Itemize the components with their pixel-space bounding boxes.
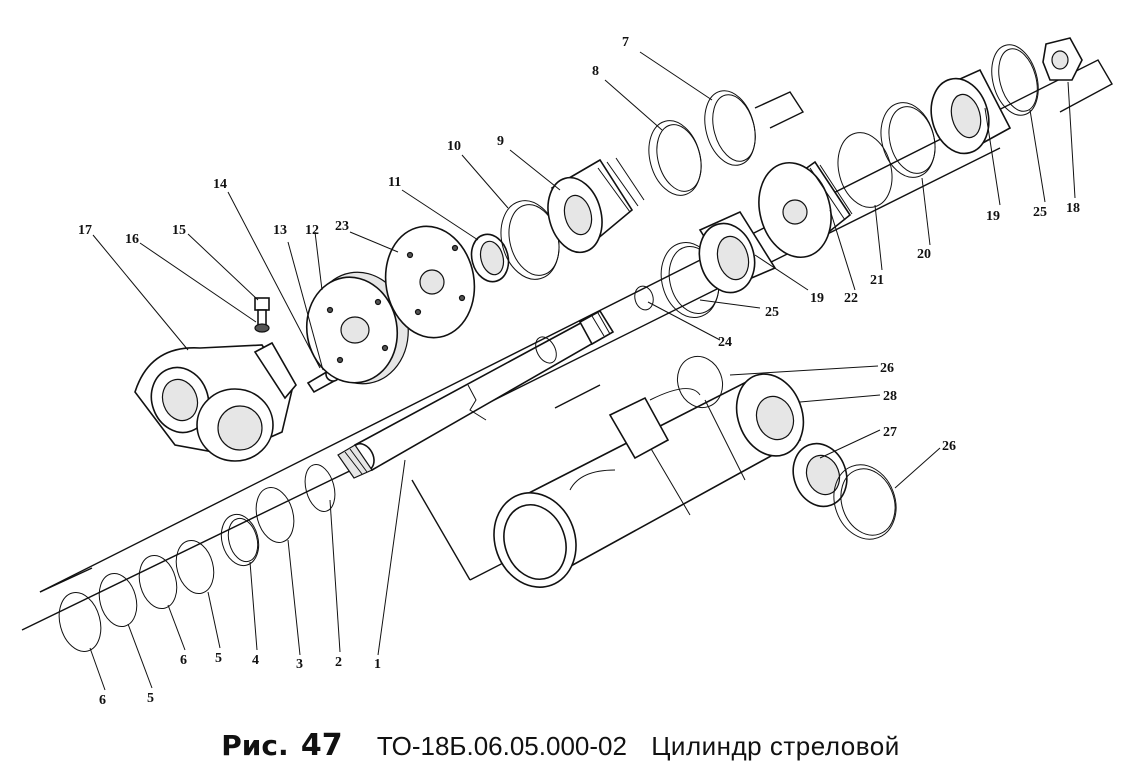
callout-8: 8 [592, 64, 599, 79]
callout-6-upper: 6 [180, 653, 187, 668]
callout-10: 10 [447, 139, 461, 154]
callout-26-top: 26 [880, 361, 894, 376]
leader-lines [89, 51, 1076, 691]
callout-2: 2 [335, 655, 342, 670]
callout-27: 27 [883, 425, 897, 440]
figure-caption: Рис. 47 ТО-18Б.06.05.000-02 Цилиндр стре… [0, 728, 1121, 773]
piston-group [634, 37, 1083, 318]
callout-22: 22 [844, 291, 858, 306]
callout-19-right: 19 [986, 209, 1000, 224]
callout-24: 24 [718, 335, 732, 350]
figure-label: Рис. [221, 729, 289, 762]
callout-15: 15 [172, 223, 186, 238]
callout-1: 1 [374, 657, 381, 672]
lower-seals [58, 464, 336, 652]
callout-labels: 7 8 9 10 11 14 13 12 23 17 16 15 19 25 1… [78, 35, 1080, 708]
callout-21: 21 [870, 273, 884, 288]
piston-rod [337, 309, 615, 479]
callout-23: 23 [335, 219, 349, 234]
callout-18: 18 [1066, 201, 1080, 216]
callout-28: 28 [883, 389, 897, 404]
rod-eye [134, 297, 341, 462]
callout-5-upper: 5 [215, 651, 222, 666]
drawing-code: ТО-18Б.06.05.000-02 [376, 731, 627, 761]
callout-17: 17 [78, 223, 92, 238]
callout-5-lower: 5 [147, 691, 154, 706]
figure-number: 47 [300, 728, 343, 763]
callout-11: 11 [388, 175, 401, 190]
callout-3: 3 [296, 657, 303, 672]
upper-seals [470, 90, 756, 283]
callout-16: 16 [125, 232, 139, 247]
callout-12: 12 [305, 223, 319, 238]
callout-20: 20 [917, 247, 931, 262]
figure-title: Цилиндр стреловой [651, 731, 900, 761]
flanges [305, 225, 476, 385]
callout-6-lower: 6 [99, 693, 106, 708]
callout-19-left: 19 [810, 291, 824, 306]
cylinder-barrel [493, 355, 897, 588]
callout-7: 7 [622, 35, 629, 50]
callout-14: 14 [213, 177, 227, 192]
callout-4: 4 [252, 653, 259, 668]
callout-26-bottom: 26 [942, 439, 956, 454]
callout-9: 9 [497, 134, 504, 149]
callout-25-right: 25 [1033, 205, 1047, 220]
callout-25-left: 25 [765, 305, 779, 320]
callout-13: 13 [273, 223, 287, 238]
